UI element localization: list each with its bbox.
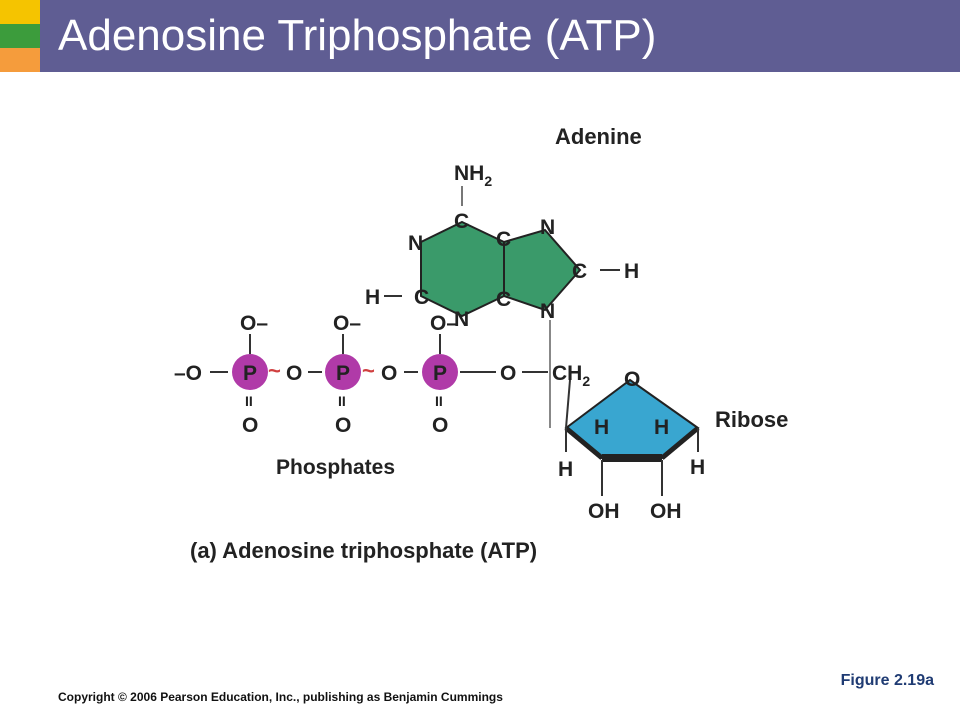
stripe-yellow [0, 0, 40, 24]
slide-title: Adenosine Triphosphate (ATP) [58, 11, 657, 60]
atom-n-bottom: N [454, 308, 469, 331]
header-bar [40, 0, 960, 72]
phosphates-label: Phosphates [276, 456, 395, 479]
atom-oh-left: OH [588, 500, 620, 523]
slide-header: Adenosine Triphosphate (ATP) [0, 0, 960, 72]
stripe-orange [0, 48, 40, 72]
atom-minus-o-terminal: –O [174, 362, 202, 385]
double-bond-1: II [245, 393, 253, 409]
copyright-notice: Copyright © 2006 Pearson Education, Inc.… [58, 690, 503, 704]
adenine-six-ring [420, 220, 505, 318]
atom-n-bottom-right: N [540, 300, 555, 323]
atom-o-minus-1: O– [240, 312, 268, 335]
atom-c-far-right: C [572, 260, 587, 283]
atom-o-bridge-3: O [500, 362, 516, 385]
atom-h-far-right: H [624, 260, 639, 283]
stripe-green [0, 24, 40, 48]
atom-c-right-top: C [496, 228, 511, 251]
atom-o-minus-2: O– [333, 312, 361, 335]
phosphate-circle-3 [422, 354, 458, 390]
atom-oh-right: OH [650, 500, 682, 523]
atp-structure-diagram: Adenine Ribose Phosphates NH2 C N C N C … [174, 124, 788, 563]
atom-o-double-1: O [242, 414, 258, 437]
phosphate-circle-2 [325, 354, 361, 390]
atom-h-left: H [365, 286, 380, 309]
ribose-right-edge [660, 426, 700, 460]
atom-h-ribose-inner-right: H [654, 416, 669, 439]
atom-nh2: NH2 [454, 162, 492, 189]
adenine-label: Adenine [555, 124, 642, 149]
atom-o-double-2: O [335, 414, 351, 437]
double-bond-2: II [338, 393, 346, 409]
atom-o-double-3: O [432, 414, 448, 437]
atom-p-3: P [433, 362, 447, 385]
atom-o-bridge-1: O [286, 362, 302, 385]
double-bond-3: II [435, 393, 443, 409]
phosphate-circle-1 [232, 354, 268, 390]
atom-p-2: P [336, 362, 350, 385]
atom-h-ribose-outer-left: H [558, 458, 573, 481]
diagram-caption: (a) Adenosine triphosphate (ATP) [190, 538, 537, 563]
figure-label: Figure 2.19a [840, 672, 934, 689]
atom-c-bottom-right: C [496, 288, 511, 311]
ribose-left-edge [564, 426, 604, 460]
atom-o-ribose: O [624, 368, 640, 391]
bond-ch2-ring [565, 379, 571, 429]
tilde-1: ~ [268, 358, 281, 383]
atom-c-top: C [454, 210, 469, 233]
adenine-five-ring [503, 228, 582, 312]
tilde-2: ~ [362, 358, 375, 383]
phosphate-bonds [210, 334, 548, 373]
atom-c-left: C [414, 286, 429, 309]
atom-o-minus-3: O– [430, 312, 458, 335]
atom-p-1: P [243, 362, 257, 385]
atom-h-ribose-inner-left: H [594, 416, 609, 439]
atom-n-top-right: N [540, 216, 555, 239]
atom-n-left: N [408, 232, 423, 255]
atom-h-ribose-outer-right: H [690, 456, 705, 479]
adenine-group [384, 186, 620, 428]
ribose-label: Ribose [715, 407, 788, 432]
atom-o-bridge-2: O [381, 362, 397, 385]
ribose-group [564, 378, 700, 496]
atom-ch2: CH2 [552, 362, 590, 389]
